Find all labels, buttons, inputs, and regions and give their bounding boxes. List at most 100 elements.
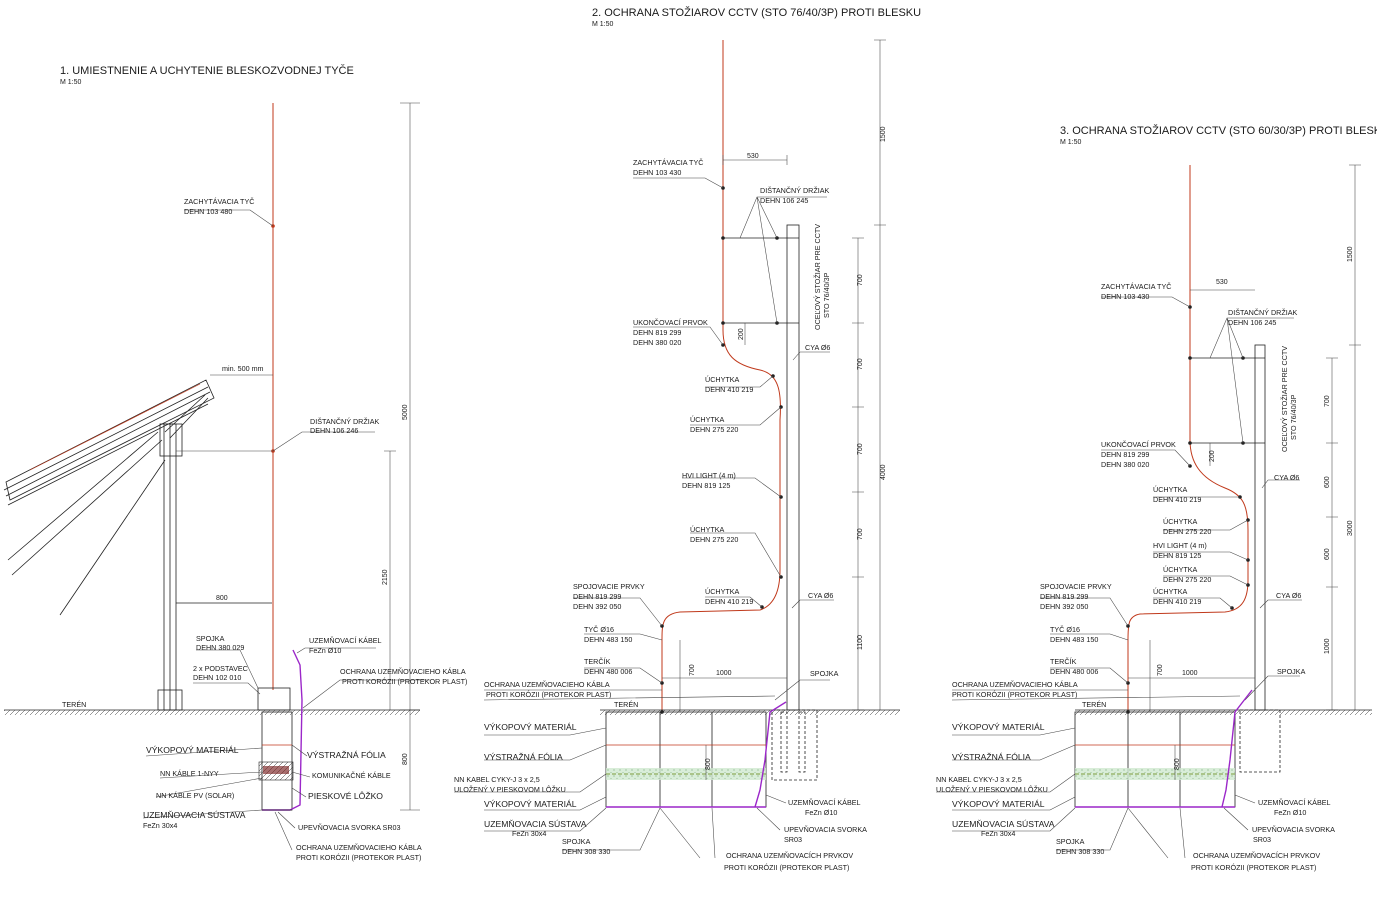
- s2-cable-code: FeZn Ø10: [805, 808, 837, 817]
- s3-holder-code: DEHN 106 245: [1228, 318, 1276, 327]
- s3-joint2-code: DEHN 308 330: [1056, 847, 1104, 856]
- s2-dim-700b: 700: [857, 358, 864, 370]
- s3-dim-600a: 600: [1324, 476, 1331, 488]
- s2-joint2: SPOJKA: [562, 837, 591, 846]
- s2-cable-label: UZEMŇOVACÍ KÁBEL: [788, 798, 861, 807]
- s2-rod16-code: DEHN 483 150: [584, 635, 632, 644]
- s3-end-label: UKONČOVACÍ PRVOK: [1101, 440, 1176, 449]
- s2-terrain: TERÉN: [614, 700, 638, 709]
- s2-clip2-code: DEHN 275 220: [690, 425, 738, 434]
- s3-protect-l1: OCHRANA UZEMŇOVACIEHO KÁBLA: [952, 680, 1078, 689]
- s3-cya-top: CYA Ø6: [1274, 473, 1299, 482]
- s2-joint: SPOJKA: [810, 669, 839, 678]
- s2-clip3-label: ÚCHYTKA: [690, 525, 725, 534]
- s1-dim-5000: 5000: [402, 404, 409, 420]
- s3-conn-code2: DEHN 392 050: [1040, 602, 1088, 611]
- s2-dim-530: 530: [747, 153, 759, 160]
- s1-protect-l1: OCHRANA UZEMŇOVACIEHO KÁBLA: [340, 667, 466, 676]
- s2-protect2-l1: OCHRANA UZEMŇOVACÍCH PRVKOV: [726, 851, 853, 860]
- s3-clip2-label: ÚCHYTKA: [1163, 517, 1198, 526]
- s1-nn-cables: NN KÁBLE 1-NYY: [160, 769, 219, 778]
- s3-protect2-l1: OCHRANA UZEMŇOVACÍCH PRVKOV: [1193, 851, 1320, 860]
- s3-dim-1000v: 1000: [1324, 638, 1331, 654]
- section-1-scale: M 1:50: [60, 79, 82, 86]
- s2-clip4-label: ÚCHYTKA: [705, 587, 740, 596]
- s1-holder-label: DIŠTANČNÝ DRŽIAK: [310, 417, 380, 426]
- s2-target-label: TERČÍK: [584, 657, 611, 666]
- s1-earthing: UZEMŇOVACIA SÚSTAVA: [143, 810, 246, 820]
- s2-conn-code1: DEHN 819 299: [573, 592, 621, 601]
- s2-protect-l1: OCHRANA UZEMŇOVACIEHO KÁBLA: [484, 680, 610, 689]
- s1-stand-label: 2 x PODSTAVEC: [193, 664, 248, 673]
- s2-dim-1500: 1500: [880, 126, 887, 142]
- s3-cable-label: UZEMŇOVACÍ KÁBEL: [1258, 798, 1331, 807]
- s3-target-code: DEHN 480 006: [1050, 667, 1098, 676]
- s1-trench: [261, 711, 293, 811]
- s3-excavation2: VÝKOPOVÝ MATERIÁL: [952, 799, 1045, 809]
- s3-rod-code: DEHN 103 430: [1101, 292, 1149, 301]
- s1-stand-code: DEHN 102 010: [193, 673, 241, 682]
- s3-end-code2: DEHN 380 020: [1101, 460, 1149, 469]
- s3-dim-700g: 700: [1157, 664, 1164, 676]
- s1-pv-cables: NN KÁBLE PV (SOLAR): [156, 791, 234, 800]
- s3-joint: SPOJKA: [1277, 667, 1306, 676]
- s3-hvi-conductor: [1127, 165, 1249, 712]
- s1-joint-code: DEHN 380 029: [196, 643, 244, 652]
- s2-rod-label: ZACHYTÁVACIA TYČ: [633, 158, 703, 167]
- s2-cctv-mast: [786, 224, 800, 711]
- s3-cya-bot: CYA Ø6: [1276, 591, 1301, 600]
- s2-hvi-code: DEHN 819 125: [682, 481, 730, 490]
- s3-hvi-label: HVI LIGHT (4 m): [1153, 541, 1207, 550]
- s3-dim-700: 700: [1324, 395, 1331, 407]
- s3-hvi-code: DEHN 819 125: [1153, 551, 1201, 560]
- s1-ground-labels: VÝKOPOVÝ MATERIÁL NN KÁBLE 1-NYY NN KÁBL…: [142, 744, 422, 862]
- s3-mast-l1: OCEĽOVÝ STOŽIAR PRE CCTV: [1280, 346, 1289, 452]
- s3-clip3-label: ÚCHYTKA: [1163, 565, 1198, 574]
- s1-protect2-l2: PROTI KORÓZII (PROTEKOR PLAST): [296, 853, 421, 862]
- s2-clip3-code: DEHN 275 220: [690, 535, 738, 544]
- s2-dim-4000: 4000: [880, 464, 887, 480]
- s2-nn-l1: NN KABEL CYKY-J 3 x 2,5: [454, 775, 540, 784]
- s1-sand-bed: PIESKOVÉ LÔŽKO: [308, 791, 383, 801]
- section-2-cctv-mast-76: 2. OCHRANA STOŽIAROV CCTV (STO 76/40/3P)…: [454, 6, 921, 872]
- s1-min-distance: min. 500 mm: [222, 364, 264, 373]
- s3-dim-200: 200: [1209, 450, 1216, 462]
- s2-dim-800: 800: [705, 758, 712, 770]
- s1-holder-code: DEHN 106 246: [310, 426, 358, 435]
- s3-clip4-code: DEHN 410 219: [1153, 597, 1201, 606]
- s3-excavation: VÝKOPOVÝ MATERIÁL: [952, 722, 1045, 732]
- section-3-cctv-mast-60: 3. OCHRANA STOŽIAROV CCTV (STO 60/30/3P)…: [936, 124, 1377, 872]
- s2-dim-700c: 700: [857, 443, 864, 455]
- s2-earthing-code: FeZn 30x4: [512, 829, 546, 838]
- s1-dim-800b: 800: [402, 753, 409, 765]
- s2-end-label: UKONČOVACÍ PRVOK: [633, 318, 708, 327]
- s2-holder-code: DEHN 106 245: [760, 196, 808, 205]
- s1-rod-code: DEHN 103 480: [184, 207, 232, 216]
- s1-excavation: VÝKOPOVÝ MATERIÁL: [146, 745, 239, 755]
- solar-panel-structure: [3, 379, 272, 711]
- section-2-scale: M 1:50: [592, 21, 614, 28]
- s2-hvi-label: HVI LIGHT (4 m): [682, 471, 736, 480]
- s2-rod-code: DEHN 103 430: [633, 168, 681, 177]
- s3-dim-3000: 3000: [1347, 520, 1354, 536]
- s2-nn-l2: ULOŽENÝ V PIESKOVOM LÔŽKU: [454, 785, 566, 794]
- s2-mast-l1: OCEĽOVÝ STOŽIAR PRE CCTV: [813, 224, 822, 330]
- s1-protect2-l1: OCHRANA UZEMŇOVACIEHO KÁBLA: [296, 843, 422, 852]
- s1-rod-base: [257, 687, 291, 711]
- s1-clamp: UPEVŇOVACIA SVORKA SR03: [298, 823, 401, 832]
- s1-protect-l2: PROTI KORÓZII (PROTEKOR PLAST): [342, 677, 467, 686]
- s2-conn-label: SPOJOVACIE PRVKY: [573, 582, 645, 591]
- s2-end-code1: DEHN 819 299: [633, 328, 681, 337]
- s2-clip2-label: ÚCHYTKA: [690, 415, 725, 424]
- s2-joint2-code: DEHN 308 330: [562, 847, 610, 856]
- s2-protect-l2: PROTI KORÓZII (PROTEKOR PLAST): [486, 690, 611, 699]
- s1-joint-label: SPOJKA: [196, 634, 225, 643]
- section-3-scale: M 1:50: [1060, 139, 1082, 146]
- s2-clip4-code: DEHN 410 219: [705, 597, 753, 606]
- s3-clip1-label: ÚCHYTKA: [1153, 485, 1188, 494]
- s3-holder-label: DIŠTANČNÝ DRŽIAK: [1228, 308, 1298, 317]
- s2-cya-top: CYA Ø6: [805, 343, 830, 352]
- s2-dim-200: 200: [738, 328, 745, 340]
- s2-earthing: UZEMŇOVACIA SÚSTAVA: [484, 819, 587, 829]
